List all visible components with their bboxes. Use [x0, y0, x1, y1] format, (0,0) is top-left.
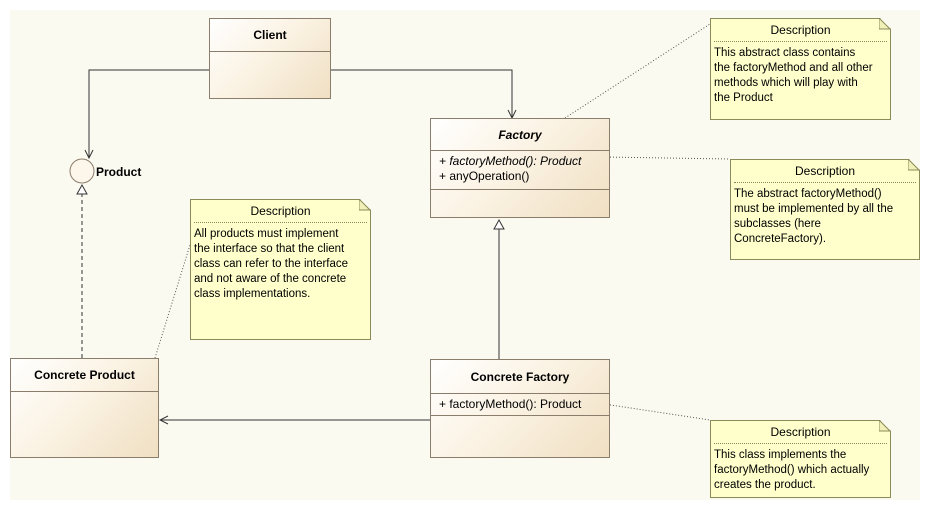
factory-class-name: Factory	[431, 119, 609, 151]
product-note-body: All products must implement the interfac…	[191, 223, 370, 302]
note-line: and not aware of the concrete	[194, 273, 347, 285]
concrete-factory-method-operation: + factoryMethod(): Product	[439, 397, 582, 411]
note-line: subclasses (here	[734, 218, 821, 230]
product-description-note[interactable]: Description All products must implement …	[190, 199, 371, 340]
note-line: the factoryMethod and all other	[714, 62, 873, 74]
concrete-product-class[interactable]: Concrete Product	[10, 358, 159, 458]
note-line: All products must implement	[194, 228, 339, 240]
note-line: the Product	[714, 92, 773, 104]
note-line: creates the product.	[714, 479, 816, 491]
factory-class-operations: + factoryMethod(): Product + anyOperatio…	[431, 151, 609, 190]
factory-method-operation: + factoryMethod(): Product	[439, 154, 582, 168]
any-operation-operation: + anyOperation()	[439, 169, 530, 183]
concrete-factory-note-body: This class implements the factoryMethod(…	[711, 444, 890, 493]
factory-note-body: This abstract class contains the factory…	[711, 42, 890, 106]
note-line: class implementations.	[194, 288, 311, 300]
note-line: This class implements the	[714, 449, 847, 461]
factory-note-title: Description	[714, 19, 887, 42]
note-line: ConcreteFactory).	[734, 233, 827, 245]
method-note-body: The abstract factoryMethod() must be imp…	[731, 183, 919, 247]
concrete-factory-description-note[interactable]: Description This class implements the fa…	[710, 420, 891, 498]
concrete-factory-class[interactable]: Concrete Factory + factoryMethod(): Prod…	[430, 359, 610, 458]
product-note-title: Description	[194, 200, 367, 223]
note-line: factoryMethod() which actually	[714, 464, 870, 476]
note-line: must be implemented by all the	[734, 203, 894, 215]
note-line: the interface so that the client	[194, 243, 345, 255]
product-interface-label: Product	[96, 165, 142, 179]
note-line: class can refer to the interface	[194, 258, 349, 270]
method-description-note[interactable]: Description The abstract factoryMethod()…	[730, 159, 920, 260]
method-note-title: Description	[734, 160, 916, 183]
note-line: The abstract factoryMethod()	[734, 188, 882, 200]
client-class[interactable]: Client	[209, 18, 331, 99]
note-line: methods which will play with	[714, 77, 858, 89]
concrete-factory-class-operations: + factoryMethod(): Product	[431, 394, 609, 416]
concrete-factory-class-name: Concrete Factory	[431, 360, 609, 394]
concrete-factory-note-title: Description	[714, 421, 887, 444]
client-class-attributes	[210, 52, 330, 98]
concrete-product-class-name: Concrete Product	[11, 359, 158, 392]
note-line: This abstract class contains	[714, 47, 856, 59]
factory-description-note[interactable]: Description This abstract class contains…	[710, 18, 891, 120]
client-class-name: Client	[210, 19, 330, 52]
factory-class[interactable]: Factory + factoryMethod(): Product + any…	[430, 118, 610, 218]
